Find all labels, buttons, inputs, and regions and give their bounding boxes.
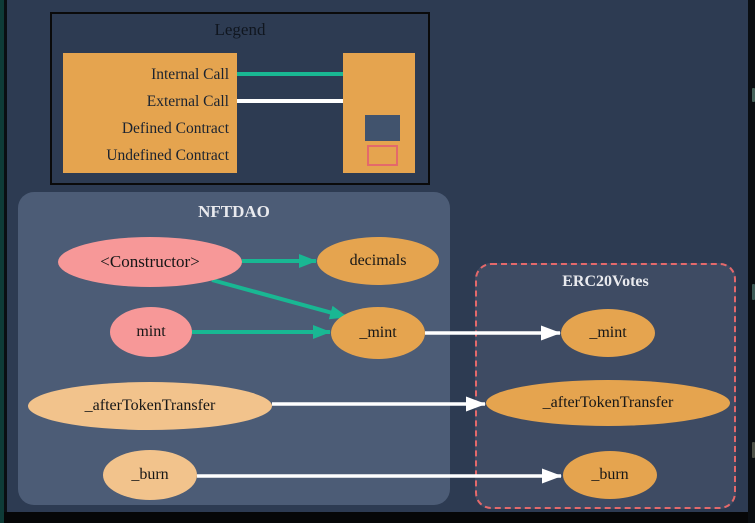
- window-edge-left: [0, 0, 4, 523]
- node-label: _afterTokenTransfer: [84, 397, 216, 414]
- node-label: mint: [136, 323, 166, 340]
- window-edge-left-border: [4, 0, 7, 523]
- legend-item-defined-contract: Defined Contract: [121, 120, 229, 137]
- node-erc20votes-burn: _burn: [563, 451, 657, 499]
- node-erc20votes-mint-internal: _mint: [561, 309, 655, 357]
- background-window-fragment: [752, 442, 755, 458]
- legend-item-external-call: External Call: [146, 93, 229, 110]
- legend: Legend Internal Call External Call Defin…: [50, 12, 430, 185]
- node-nftdao-mint: mint: [110, 307, 192, 357]
- node-label: decimals: [349, 252, 407, 269]
- node-nftdao-aftertokentransfer: _afterTokenTransfer: [28, 382, 272, 430]
- defined-contract-swatch: [365, 115, 400, 141]
- legend-label-panel: [63, 53, 237, 173]
- legend-item-internal-call: Internal Call: [151, 66, 229, 83]
- background-window-fragment: [752, 284, 755, 300]
- node-nftdao-burn: _burn: [103, 450, 197, 500]
- node-nftdao-decimals: decimals: [317, 237, 439, 285]
- node-label: _mint: [359, 324, 397, 341]
- node-erc20votes-aftertokentransfer: _afterTokenTransfer: [486, 380, 730, 426]
- node-label: _mint: [589, 324, 627, 341]
- undefined-contract-swatch: [367, 145, 398, 166]
- node-label: _burn: [591, 466, 629, 483]
- node-nftdao-constructor: <Constructor>: [58, 237, 242, 287]
- window-edge-right: [748, 0, 755, 523]
- window-edge-bottom: [4, 512, 755, 523]
- background-window-fragment: [752, 88, 755, 102]
- legend-title: Legend: [214, 20, 266, 39]
- node-label: _afterTokenTransfer: [542, 394, 674, 411]
- node-label: _burn: [131, 466, 169, 483]
- node-label: <Constructor>: [100, 252, 200, 271]
- nftdao-title: NFTDAO: [198, 202, 270, 221]
- legend-item-undefined-contract: Undefined Contract: [106, 147, 229, 164]
- node-nftdao-mint-internal: _mint: [331, 307, 425, 359]
- erc20votes-title: ERC20Votes: [562, 273, 649, 290]
